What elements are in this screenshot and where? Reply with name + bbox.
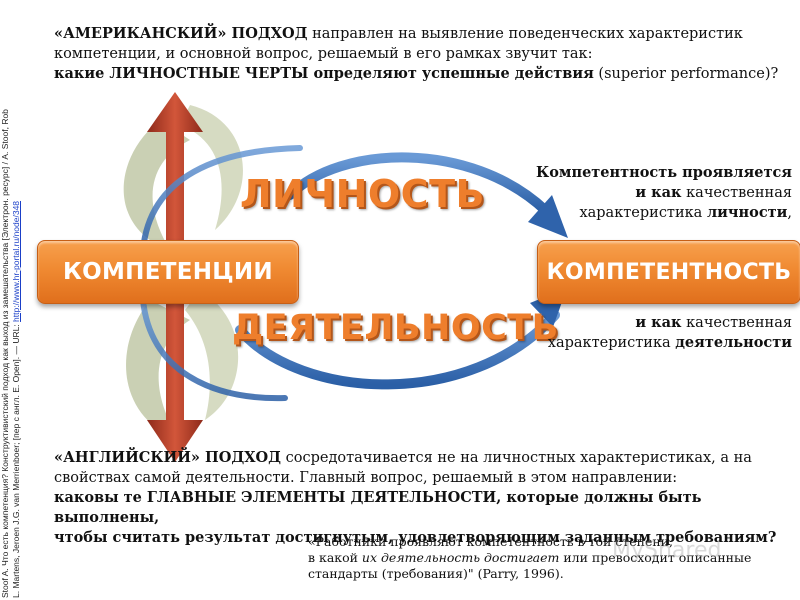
quote-line-2-italic: их деятельность достигает	[361, 550, 560, 565]
citation-link[interactable]: http://www.hr-portal.ru/node/348	[11, 200, 21, 322]
american-question-bold: какие ЛИЧНОСТНЫЕ ЧЕРТЫ определяют успешн…	[54, 65, 594, 82]
english-text-1: сосредотачивается не на личностных харак…	[281, 450, 752, 466]
competence-activity-caption: и как качественная характеристика деятел…	[472, 313, 792, 353]
quote-line-2: в какой их деятельность достигает или пр…	[308, 550, 788, 566]
english-approach-text: «АНГЛИЙСКИЙ» ПОДХОД сосредотачивается не…	[54, 448, 794, 548]
caption-top-personality: личности	[706, 204, 788, 221]
blue-cycle-arrow-icon	[140, 145, 560, 402]
english-line-2: свойствах самой деятельности. Главный во…	[54, 470, 678, 486]
caption-top-line-1: Компетентность проявляется	[536, 164, 792, 181]
english-question-2: чтобы считать результат достигнутым, удо…	[54, 529, 777, 546]
parry-quote: «Работники проявляют компетентность в то…	[308, 534, 788, 582]
citation-line-2: L. Martens, Jeroen J.G. van Merrienboer;…	[11, 0, 22, 598]
citation-line-1: Stoof A. Что есть компетенция? Конструкт…	[0, 109, 10, 598]
caption-top-line-2: и как качественная	[472, 183, 792, 203]
competence-personality-caption: Компетентность проявляется и как качеств…	[472, 163, 792, 223]
american-question: какие ЛИЧНОСТНЫЕ ЧЕРТЫ определяют успешн…	[54, 64, 794, 84]
american-line-1: «АМЕРИКАНСКИЙ» ПОДХОД направлен на выявл…	[54, 24, 794, 44]
caption-top-characteristic: характеристика	[579, 205, 707, 221]
american-line-2: компетенции, и основной вопрос, решаемый…	[54, 46, 593, 62]
competence-box: КОМПЕТЕНТНОСТЬ	[537, 240, 800, 304]
watermark-logo: MyShared	[612, 538, 722, 563]
caption-top-and-as: и как	[635, 184, 682, 201]
english-lead: «АНГЛИЙСКИЙ» ПОДХОД	[54, 449, 282, 466]
caption-bottom-characteristic: характеристика	[547, 335, 676, 351]
citation-line-2-text: L. Martens, Jeroen J.G. van Merrienboer;…	[11, 321, 21, 598]
caption-top-comma: ,	[787, 205, 792, 221]
caption-top-quality: качественная	[681, 185, 792, 201]
caption-top-line-3: характеристика личности,	[472, 203, 792, 223]
competencies-box: КОМПЕТЕНЦИИ	[37, 240, 299, 304]
word-activity: ДЕЯТЕЛЬНОСТЬ	[232, 308, 559, 348]
word-personality: ЛИЧНОСТЬ	[240, 172, 485, 216]
caption-bottom-activity: деятельности	[675, 334, 792, 351]
caption-bottom-and-as: и как	[635, 314, 682, 331]
quote-line-2-b: или превосходит описанные	[559, 550, 752, 565]
english-line-1: «АНГЛИЙСКИЙ» ПОДХОД сосредотачивается не…	[54, 448, 794, 468]
leaf-swirl-icon	[123, 105, 243, 440]
caption-bottom-line-2: характеристика деятельности	[472, 333, 792, 353]
american-approach-text: «АМЕРИКАНСКИЙ» ПОДХОД направлен на выявл…	[54, 24, 794, 84]
source-citation: Stoof A. Что есть компетенция? Конструкт…	[0, 0, 26, 598]
english-question-1: каковы те ГЛАВНЫЕ ЭЛЕМЕНТЫ ДЕЯТЕЛЬНОСТИ,…	[54, 489, 702, 526]
quote-line-3: стандарты (требования)" (Parry, 1996).	[308, 566, 564, 581]
quote-line-2-a: в какой	[308, 550, 362, 565]
american-question-tail: (superior performance)?	[593, 66, 779, 82]
american-text-1: направлен на выявление поведенческих хар…	[307, 26, 743, 42]
american-lead: «АМЕРИКАНСКИЙ» ПОДХОД	[54, 25, 308, 42]
arrowhead-top-icon	[528, 195, 568, 238]
caption-bottom-quality: качественная	[681, 315, 792, 331]
quote-line-1: «Работники проявляют компетентность в то…	[308, 534, 673, 549]
caption-bottom-line-1: и как качественная	[472, 313, 792, 333]
